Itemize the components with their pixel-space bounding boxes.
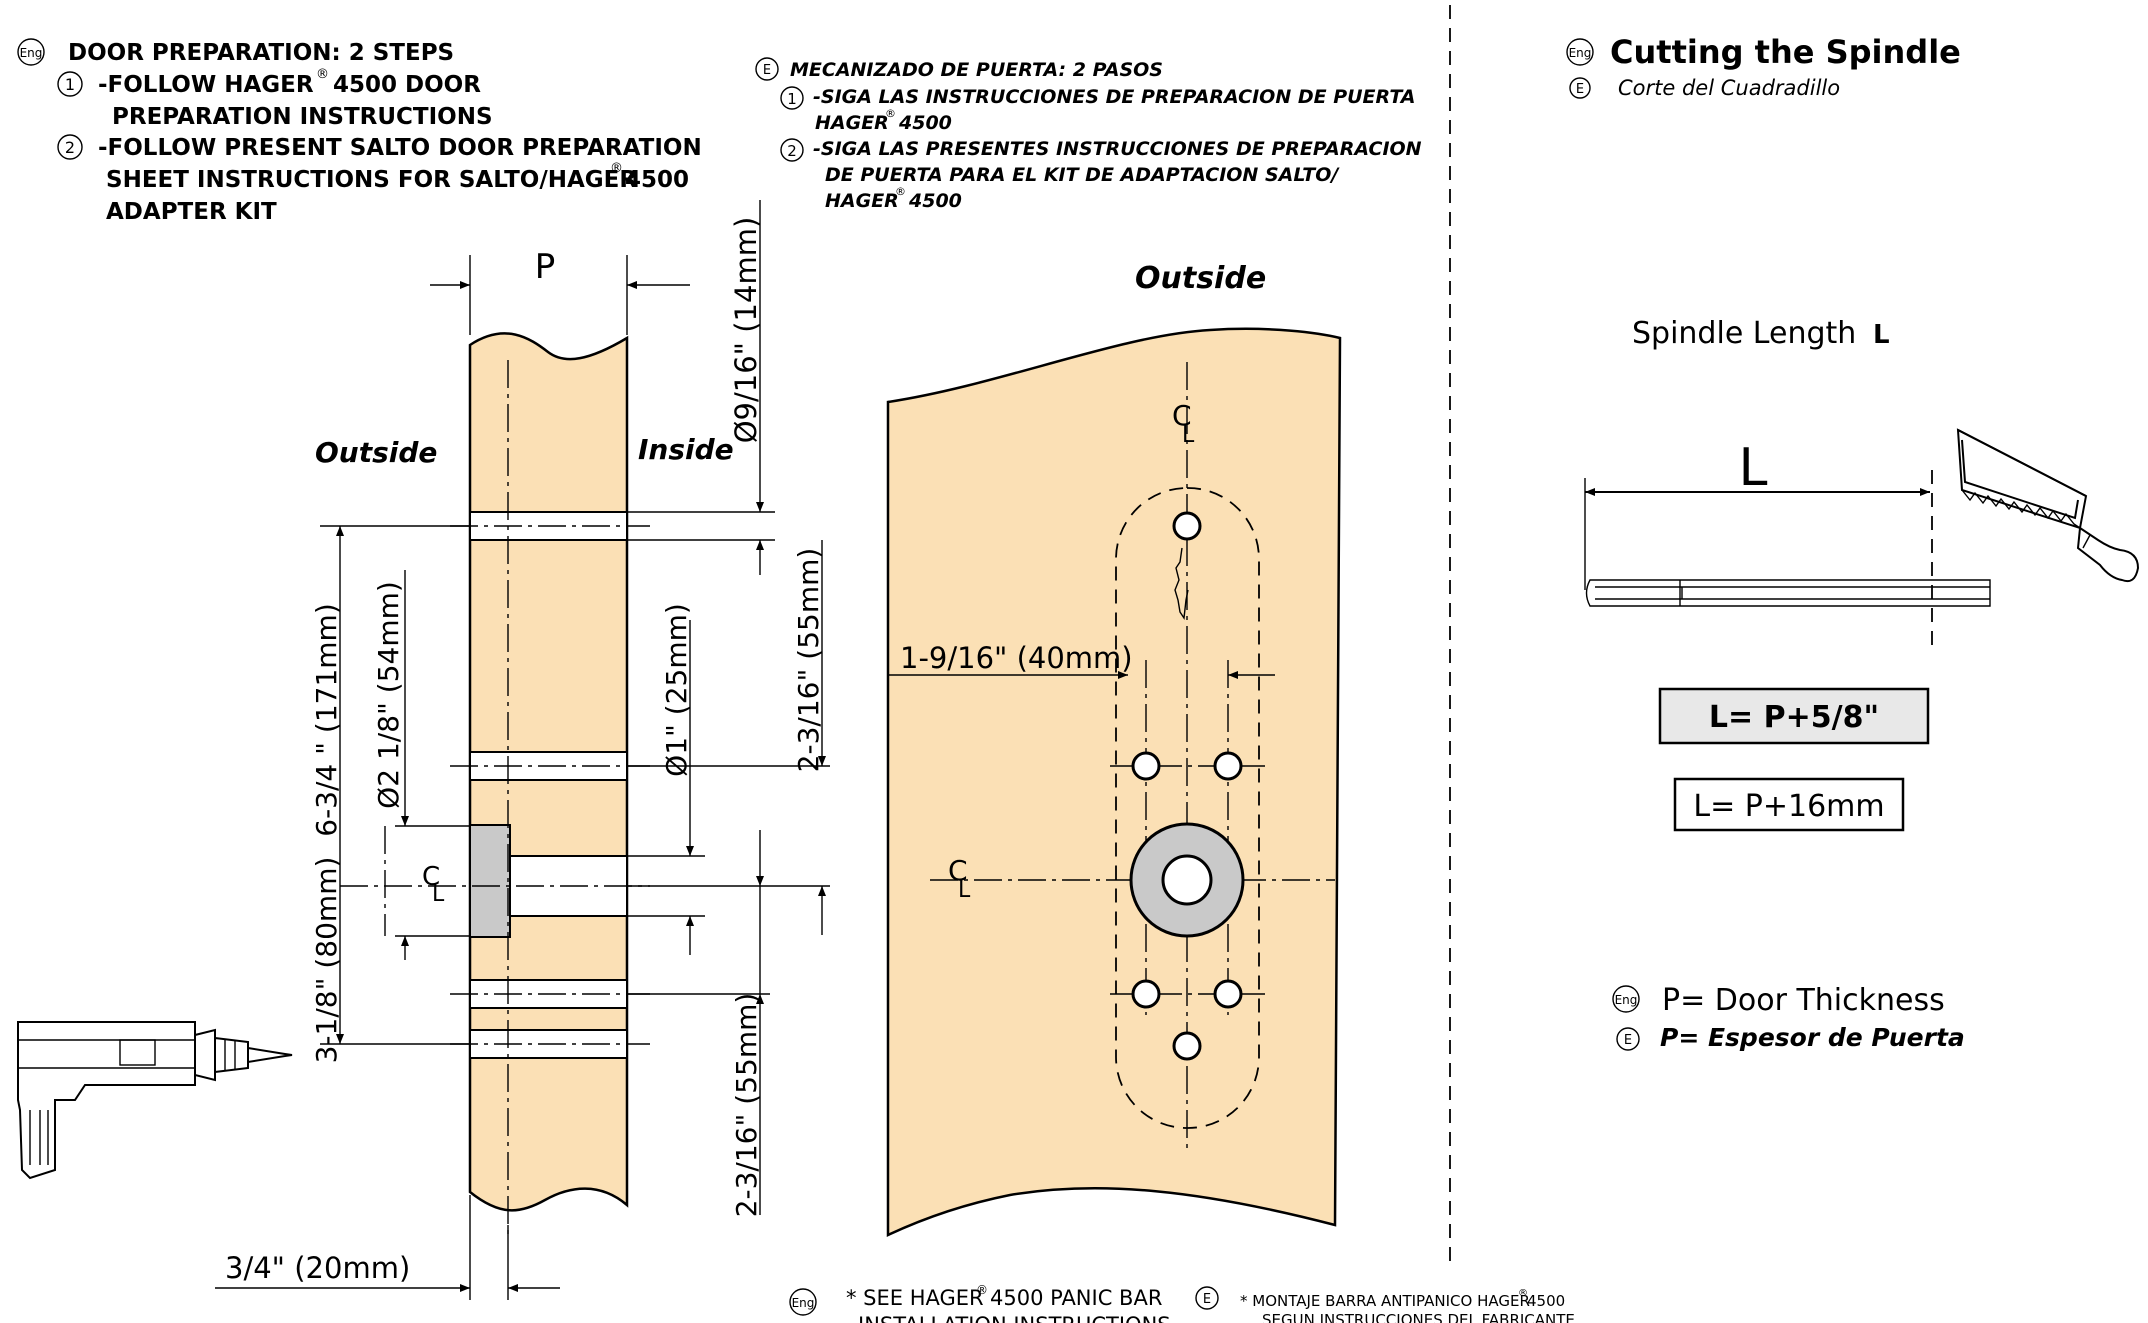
step1-reg-mark: ® bbox=[316, 67, 329, 82]
legend-p-definition-es: P= Espesor de Puerta bbox=[1660, 1023, 1965, 1052]
formula-imperial: L= P+5/8" bbox=[1709, 700, 1879, 735]
screw-hole-top bbox=[1172, 511, 1202, 541]
es-step1-reg-mark: ® bbox=[885, 107, 896, 120]
es-step2-reg-mark: ® bbox=[895, 185, 906, 198]
door-section-view: P Outside Inside C L 6-3/4 " (171mm) 3-1… bbox=[17, 200, 830, 1300]
door-face bbox=[886, 327, 1342, 1237]
spindle-section: Eng Cutting the Spindle E Corte del Cuad… bbox=[1566, 33, 2140, 832]
es-step2-line3b: 4500 bbox=[908, 190, 962, 212]
es-badge: E bbox=[763, 63, 771, 78]
es-step2-line3: HAGER bbox=[825, 190, 899, 212]
hacksaw-icon bbox=[1956, 428, 2140, 583]
spindle-dim-symbol: L bbox=[1739, 438, 1768, 498]
es-step1-line2: HAGER bbox=[815, 112, 889, 134]
instructions-title: DOOR PREPARATION: 2 STEPS bbox=[68, 40, 454, 66]
step2-number: 2 bbox=[65, 138, 75, 157]
dim-55mm-lower: 2-3/16" (55mm) bbox=[730, 993, 763, 1218]
formula-metric: L= P+16mm bbox=[1693, 789, 1884, 824]
formula-metric-box bbox=[1673, 777, 1905, 832]
dim-40mm: 1-9/16" (40mm) bbox=[900, 641, 1133, 675]
face-outside-label: Outside bbox=[1135, 261, 1266, 296]
es-step1-number: 1 bbox=[787, 90, 797, 108]
spindle-length-label: Spindle Length bbox=[1632, 316, 1856, 351]
screw-hole-lower-left bbox=[1131, 979, 1161, 1009]
spindle-title: Cutting the Spindle bbox=[1610, 33, 1961, 71]
formula-imperial-box bbox=[1658, 687, 1930, 745]
english-instructions: Eng DOOR PREPARATION: 2 STEPS 1 -FOLLOW … bbox=[17, 38, 702, 225]
cross-bore-54mm bbox=[469, 824, 511, 938]
es-step1-line1: -SIGA LAS INSTRUCCIONES DE PREPARACION D… bbox=[813, 86, 1416, 108]
footer-es-line1b: 4500 bbox=[1527, 1292, 1565, 1310]
screw-hole-bottom bbox=[1172, 1031, 1202, 1061]
step2-line2: SHEET INSTRUCTIONS FOR SALTO/HAGER bbox=[106, 167, 637, 193]
step2-line1: -FOLLOW PRESENT SALTO DOOR PREPARATION bbox=[98, 135, 702, 161]
section-inside-label: Inside bbox=[638, 433, 734, 466]
spindle-hole bbox=[1161, 854, 1213, 906]
footer-notes: Eng * SEE HAGER ® 4500 PANIC BAR INSTALL… bbox=[789, 1283, 1575, 1323]
legend-es-badge: E bbox=[1624, 1033, 1632, 1048]
face-centerline-c-top: C bbox=[1172, 399, 1192, 432]
face-centerline-l-top: L bbox=[1182, 423, 1195, 448]
legend-p-definition: P= Door Thickness bbox=[1662, 983, 1945, 1018]
step1-number: 1 bbox=[65, 75, 75, 94]
step1-line2: PREPARATION INSTRUCTIONS bbox=[112, 104, 493, 130]
es-step2-line2: DE PUERTA PARA EL KIT DE ADAPTACION SALT… bbox=[825, 164, 1340, 186]
drill-icon bbox=[17, 1021, 293, 1180]
footer-es-badge: E bbox=[1203, 1292, 1211, 1307]
section-outside-label: Outside bbox=[315, 436, 437, 469]
screw-hole-upper-right bbox=[1213, 751, 1243, 781]
es-title: MECANIZADO DE PUERTA: 2 PASOS bbox=[790, 59, 1163, 81]
dim-14mm-hole: Ø9/16" (14mm) bbox=[729, 217, 763, 444]
face-centerline-c-mid: C bbox=[948, 854, 968, 887]
thickness-label-p: P bbox=[535, 247, 556, 287]
spindle-bar bbox=[1585, 579, 1991, 607]
dim-25mm-hole: Ø1" (25mm) bbox=[660, 603, 693, 777]
spindle-eng-badge: Eng bbox=[1569, 46, 1592, 60]
step2-reg-mark: ® bbox=[610, 161, 623, 176]
es-step2-number: 2 bbox=[787, 142, 797, 160]
footer-note-line2: INSTALLATION INSTRUCTIONS bbox=[858, 1313, 1171, 1323]
footer-es-line2: SEGUN INSTRUCCIONES DEL FABRICANTE bbox=[1262, 1311, 1575, 1323]
section-centerline-c: C bbox=[422, 862, 440, 892]
face-centerline-l-mid: L bbox=[958, 878, 971, 903]
footer-es-line1a: * MONTAJE BARRA ANTIPANICO HAGER bbox=[1240, 1292, 1530, 1310]
footer-note-reg: ® bbox=[976, 1283, 988, 1297]
step1-line1b: 4500 DOOR bbox=[333, 72, 481, 98]
legend-eng-badge: Eng bbox=[1615, 993, 1638, 1007]
eng-badge: Eng bbox=[20, 46, 43, 60]
spanish-instructions: E MECANIZADO DE PUERTA: 2 PASOS 1 -SIGA … bbox=[755, 57, 1422, 212]
spindle-es-badge: E bbox=[1576, 82, 1584, 97]
screw-hole-upper-left bbox=[1131, 751, 1161, 781]
escutcheon-outline bbox=[1115, 487, 1260, 1129]
footer-eng-badge: Eng bbox=[792, 1296, 815, 1310]
dim-80mm: 3-1/8" (80mm) bbox=[310, 857, 343, 1064]
section-centerline-l: L bbox=[432, 882, 445, 907]
step2-line3: ADAPTER KIT bbox=[106, 199, 277, 225]
footer-note-line1a: * SEE HAGER bbox=[846, 1286, 984, 1310]
step1-line1: -FOLLOW HAGER bbox=[98, 72, 314, 98]
screw-hole-lower-right bbox=[1213, 979, 1243, 1009]
dim-55mm-upper: 2-3/16" (55mm) bbox=[792, 548, 825, 773]
spindle-length-symbol: L bbox=[1873, 320, 1890, 350]
step2-line2b: 4500 bbox=[625, 167, 689, 193]
dim-171mm: 6-3/4 " (171mm) bbox=[310, 603, 343, 837]
legend: Eng P= Door Thickness E P= Espesor de Pu… bbox=[1612, 983, 1965, 1052]
footer-note-line1b: 4500 PANIC BAR bbox=[990, 1286, 1162, 1310]
dim-20mm: 3/4" (20mm) bbox=[225, 1251, 410, 1285]
dim-54mm-bore: Ø2 1/8" (54mm) bbox=[372, 581, 405, 809]
spindle-subtitle-es: Corte del Cuadradillo bbox=[1618, 76, 1840, 100]
es-step1-line2b: 4500 bbox=[898, 112, 952, 134]
es-step2-line1: -SIGA LAS PRESENTES INSTRUCCIONES DE PRE… bbox=[813, 138, 1422, 160]
footer-es-reg: ® bbox=[1518, 1288, 1528, 1299]
door-face-view: Outside C L C L 1-9/16" (40mm) bbox=[886, 261, 1342, 1237]
